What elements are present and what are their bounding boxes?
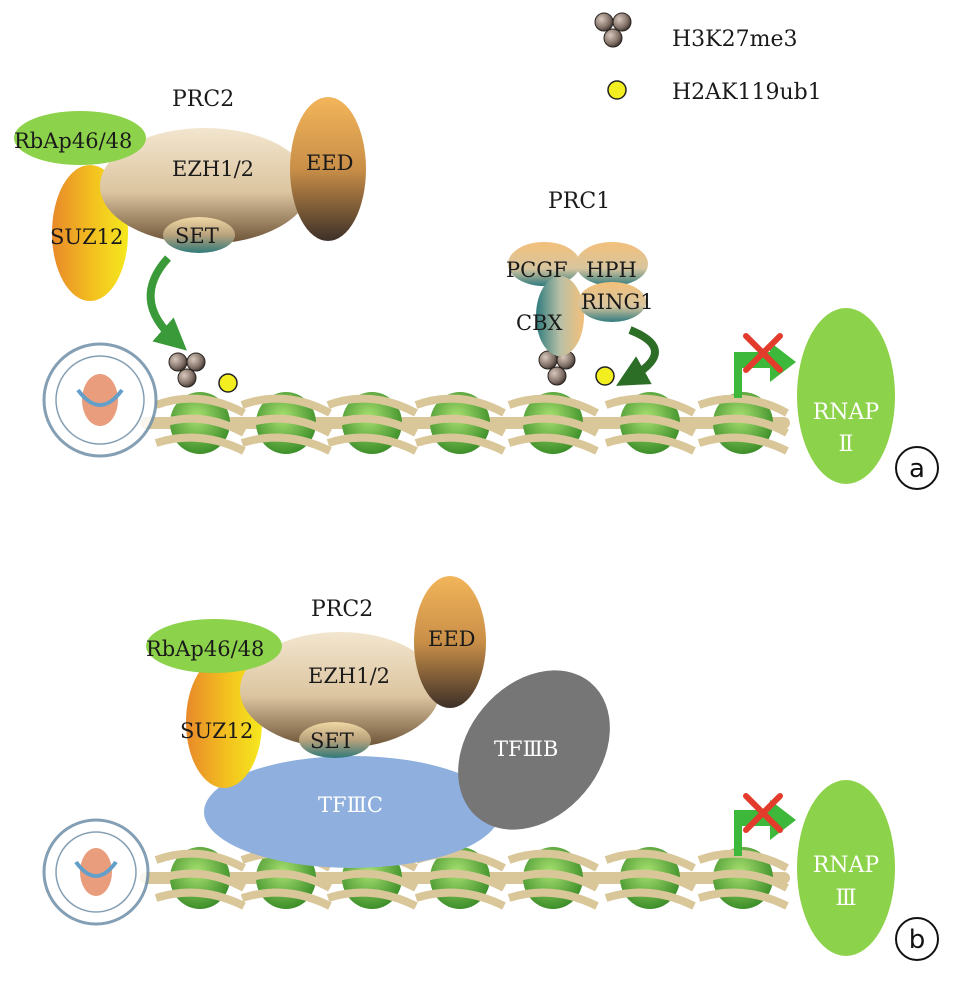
rnap-iii-numeral: Ⅲ (835, 886, 856, 911)
panel-letter-a: a (909, 454, 925, 484)
tf3c-factor (204, 756, 500, 868)
rbap-subunit-a (14, 111, 146, 165)
nucleosome (697, 847, 789, 910)
ring1-label: RING1 (581, 290, 654, 314)
panel-b: PRC2 RbAp46/48 EZH1/2 EED SUZ12 SET TFⅢC… (42, 576, 939, 961)
h2ak119ub1-legend-label: H2AK119ub1 (672, 80, 822, 105)
nucleosome (326, 392, 418, 455)
chromatin-fiber-a (140, 392, 790, 455)
nucleosome (507, 847, 599, 910)
suz12-label-a: SUZ12 (50, 225, 123, 249)
nucleosome (604, 392, 696, 455)
h2ak119ub1-legend-icon (607, 80, 627, 100)
set-domain-a (163, 217, 235, 253)
hph-label: HPH (586, 258, 637, 282)
rnap-iii (797, 780, 895, 956)
nucleosome (697, 392, 789, 455)
ubiquitylation-arrow (616, 326, 659, 386)
watermark-seal-icon (42, 818, 150, 926)
panel-letter-b-circle (895, 917, 939, 961)
tf3b-label: TFⅢB (494, 737, 558, 761)
ezh-label-b: EZH1/2 (308, 664, 390, 688)
legend: H3K27me3 H2AK119ub1 (594, 12, 822, 105)
nucleosome (414, 392, 506, 455)
h3k27me3-legend-label: H3K27me3 (672, 27, 798, 52)
prc2-title-a: PRC2 (172, 87, 234, 112)
h2ak119ub1-mark (218, 373, 238, 393)
h3k27me3-mark (538, 350, 576, 386)
tf3b-factor (458, 670, 610, 830)
panel-letter-a-circle (895, 446, 939, 490)
set-label-a: SET (175, 224, 219, 248)
rbap-subunit-b (146, 619, 282, 673)
ezh-subunit-b (240, 632, 440, 748)
set-label-b: SET (310, 729, 354, 753)
ring1-subunit (578, 282, 646, 322)
eed-label-b: EED (428, 627, 476, 651)
nucleosome (414, 847, 506, 910)
h3k27me3-legend-icon (594, 12, 632, 48)
eed-subunit-a (290, 97, 366, 241)
rbap-label-a: RbAp46/48 (14, 129, 132, 153)
ezh-subunit-a (100, 128, 310, 244)
pcgf-label: PCGF (506, 258, 568, 282)
eed-subunit-b (414, 576, 486, 708)
prc2-title-b: PRC2 (311, 597, 373, 622)
pcgf-subunit (508, 242, 580, 286)
rnap-ii-label: RNAP (813, 400, 880, 425)
chromatin-fiber-b (140, 847, 790, 910)
h3k27me3-mark (168, 352, 206, 388)
cbx-label: CBX (516, 311, 563, 335)
rnap-ii-numeral: Ⅱ (839, 432, 854, 457)
panel-letter-b: b (909, 925, 926, 955)
nucleosome (154, 392, 246, 455)
panel-a: PRC2 RbAp46/48 EZH1/2 EED SUZ12 SET PRC1… (14, 87, 939, 490)
rnap-ii (797, 308, 895, 484)
tf3c-label: TFⅢC (318, 793, 383, 817)
nucleosome (604, 847, 696, 910)
nucleosome (240, 392, 332, 455)
h2ak119ub1-mark (595, 366, 615, 386)
blocked-transcription-icon (743, 793, 783, 833)
cbx-subunit (536, 276, 584, 356)
prc1-title: PRC1 (548, 189, 610, 214)
set-domain-b (299, 722, 371, 758)
suz12-label-b: SUZ12 (180, 719, 253, 743)
blocked-transcription-icon (743, 333, 783, 373)
hph-subunit (576, 242, 648, 286)
eed-label-a: EED (306, 151, 354, 175)
rbap-label-b: RbAp46/48 (146, 637, 264, 661)
nucleosome (154, 847, 246, 910)
rnap-iii-label: RNAP (813, 853, 880, 878)
watermark-seal-icon (42, 342, 158, 458)
ezh-label-a: EZH1/2 (172, 157, 254, 181)
methylation-arrow (146, 255, 187, 351)
nucleosome (507, 392, 599, 455)
